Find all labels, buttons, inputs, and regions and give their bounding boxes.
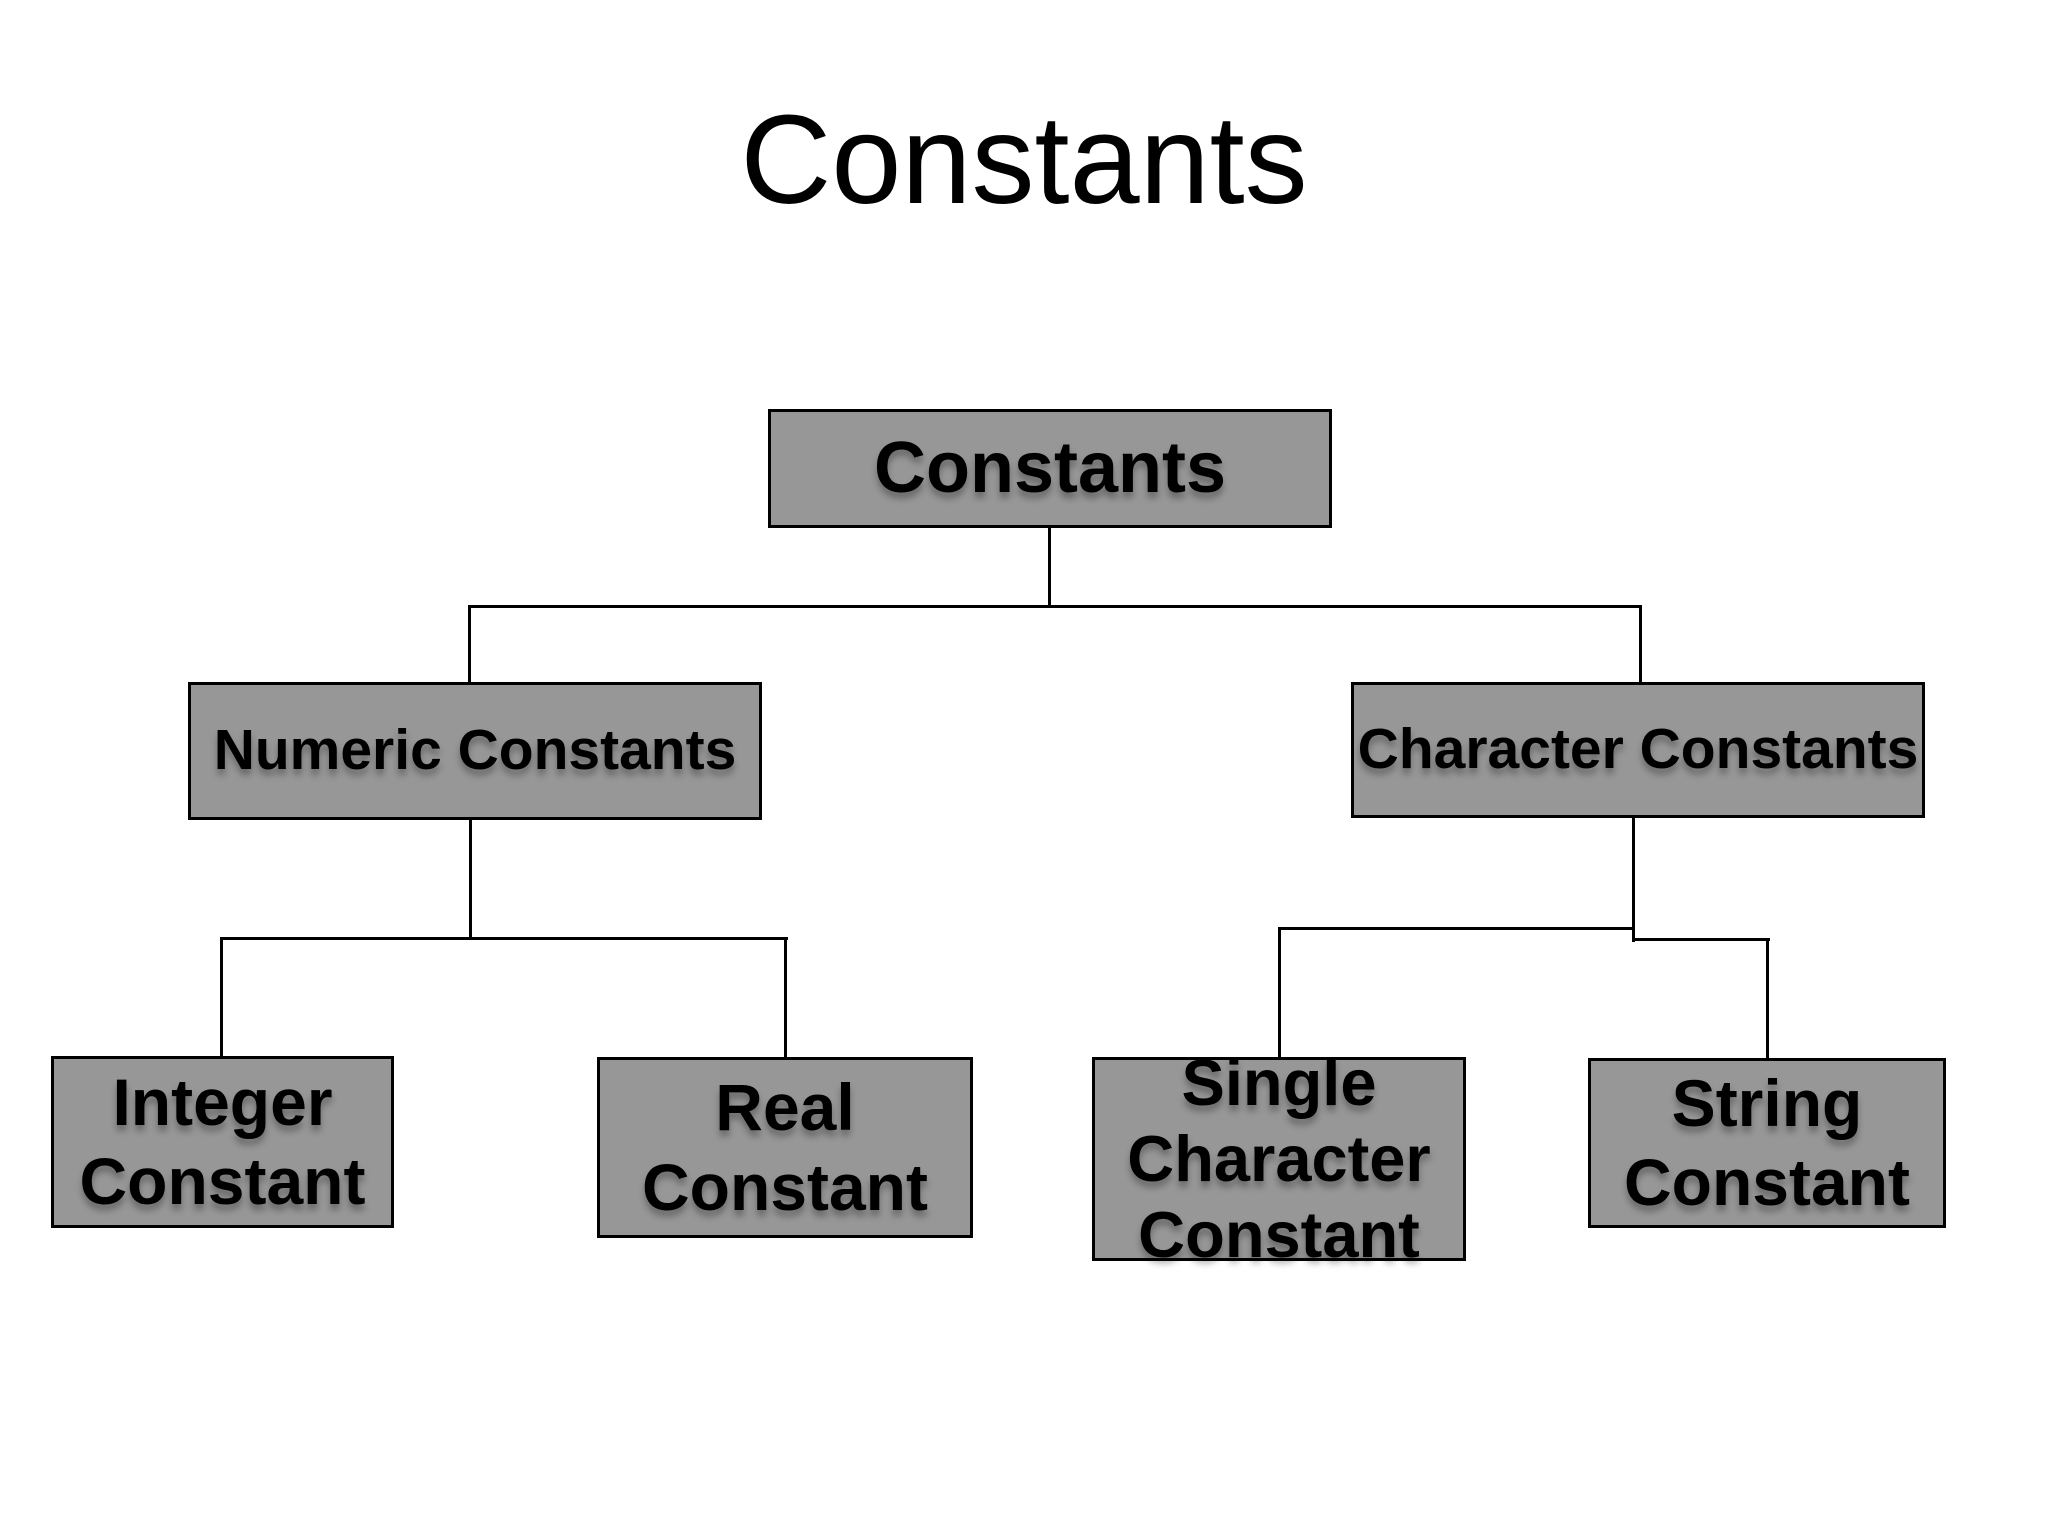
node-numeric-constants: Numeric Constants	[188, 682, 762, 820]
node-string-constant: String Constant	[1588, 1058, 1946, 1228]
connector-integer-drop	[220, 937, 223, 1058]
connector-character-down	[1632, 818, 1635, 942]
node-integer-constant: Integer Constant	[51, 1056, 394, 1228]
connector-level1-horizontal	[468, 605, 1642, 608]
connector-numeric-down	[469, 820, 472, 940]
connector-root-drop	[1048, 528, 1051, 608]
connector-single-char-drop	[1278, 927, 1281, 1059]
node-single-character-constant-label: Single Character Constant	[1127, 1045, 1431, 1272]
node-integer-constant-label: Integer Constant	[79, 1064, 366, 1218]
node-constants-root: Constants	[768, 409, 1332, 528]
node-string-constant-label: String Constant	[1624, 1065, 1910, 1219]
connector-real-drop	[784, 937, 787, 1059]
connector-character-horizontal-left	[1278, 927, 1635, 930]
node-single-character-constant: Single Character Constant	[1092, 1046, 1466, 1271]
connector-numeric-horizontal	[220, 937, 788, 940]
connector-character-drop	[1639, 605, 1642, 685]
node-constants-root-label: Constants	[873, 427, 1227, 508]
connector-string-drop	[1766, 938, 1769, 1060]
page-title: Constants	[740, 89, 1308, 230]
node-real-constant: Real Constant	[597, 1057, 973, 1238]
node-numeric-constants-label: Numeric Constants	[213, 718, 737, 783]
node-real-constant-label: Real Constant	[642, 1070, 928, 1224]
node-character-constants: Character Constants	[1351, 682, 1925, 818]
connector-character-horizontal-right	[1632, 938, 1770, 941]
connector-numeric-drop	[468, 605, 471, 685]
node-character-constants-label: Character Constants	[1357, 717, 1919, 782]
